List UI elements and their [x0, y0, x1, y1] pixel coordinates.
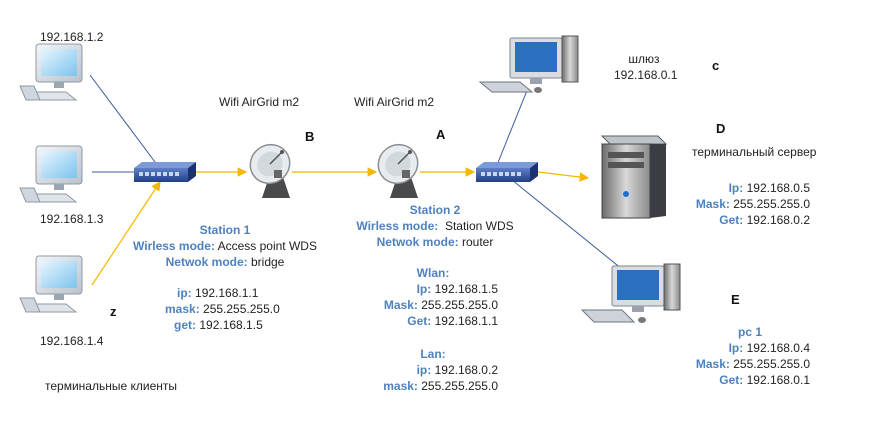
- link-switch2-pc1: [511, 179, 639, 283]
- station2-net: router: [462, 235, 494, 249]
- server-caption: терминальный сервер: [692, 145, 817, 159]
- station1-mask: 255.255.255.0: [203, 302, 280, 316]
- station2-wlan-mask: 255.255.255.0: [421, 298, 498, 312]
- station2-wlan-ip-key: Ip:: [416, 282, 432, 296]
- server-mask-key: Mask:: [695, 197, 730, 211]
- server-get: 192.168.0.2: [746, 213, 810, 227]
- link-switch2-server: [537, 171, 590, 182]
- server-ip: 192.168.0.5: [746, 181, 810, 195]
- server-mask: 255.255.255.0: [733, 197, 810, 211]
- pc1-get: 192.168.0.1: [746, 373, 810, 387]
- station1-get: 192.168.1.5: [199, 318, 263, 332]
- client-computer-icon: [19, 255, 83, 313]
- server-info: Ip: 192.168.0.5 Mask: 255.255.255.0 Get:…: [690, 180, 810, 228]
- client-letter-z: z: [110, 304, 117, 319]
- gateway-computer-icon: [478, 35, 579, 93]
- server-tower-icon: [600, 135, 668, 219]
- pc1-ip-key: Ip:: [728, 341, 744, 355]
- ap-b-title: Wifi AirGrid m2: [219, 95, 300, 109]
- station1-ip-key: ip:: [177, 286, 192, 300]
- pc1-computer-icon: [580, 263, 681, 323]
- client-computer-icon: [19, 145, 83, 203]
- station2-mode: Station WDS: [444, 219, 514, 233]
- link-client3-switch: [91, 180, 161, 286]
- link-client1-switch: [89, 74, 159, 167]
- gateway-label: шлюз: [628, 52, 660, 66]
- station1-net-key: Netwok mode:: [165, 255, 248, 269]
- station1-mode: Access point WDS: [217, 239, 317, 253]
- client2-ip: 192.168.1.3: [40, 212, 104, 226]
- station2-title: Station 2: [409, 203, 461, 217]
- gateway-ip: 192.168.0.1: [614, 68, 678, 82]
- station1-mode-key: Wirless mode:: [133, 239, 215, 253]
- clients-caption: терминальные клиенты: [45, 379, 177, 393]
- pc1-info: pc 1 Ip: 192.168.0.4 Mask: 255.255.255.0…: [690, 324, 810, 388]
- pc1-get-key: Get:: [719, 373, 744, 387]
- link-switch2-gateway: [496, 87, 529, 166]
- switch-icon: [134, 162, 196, 182]
- satellite-dish-icon: [377, 143, 419, 198]
- station2-wlan-ip: 192.168.1.5: [434, 282, 498, 296]
- server-ip-key: Ip:: [728, 181, 744, 195]
- station2-net-key: Netwok mode:: [376, 235, 459, 249]
- pc1-title: pc 1: [737, 325, 762, 339]
- client3-ip: 192.168.1.4: [40, 334, 104, 348]
- pc1-mask-key: Mask:: [695, 357, 730, 371]
- pc1-letter: E: [731, 292, 740, 307]
- station2-lan-ip-key: ip:: [416, 363, 432, 377]
- switch-icon: [476, 162, 538, 182]
- station1-ip: 192.168.1.1: [195, 286, 259, 300]
- ap-a-letter: A: [436, 127, 446, 142]
- station2-lan: Lan: ip: 192.168.0.2 mask: 255.255.255.0: [368, 346, 498, 394]
- pc1-ip: 192.168.0.4: [746, 341, 810, 355]
- server-letter: D: [716, 121, 726, 136]
- station1-title: Station 1: [199, 223, 251, 237]
- station2-wlan: Wlan: Ip: 192.168.1.5 Mask: 255.255.255.…: [368, 265, 498, 329]
- station2-wlan-get-key: Get:: [407, 314, 432, 328]
- station2-lan-ip: 192.168.0.2: [434, 363, 498, 377]
- server-get-key: Get:: [719, 213, 744, 227]
- station2-wlan-title: Wlan:: [416, 266, 450, 280]
- station2-wlan-mask-key: Mask:: [383, 298, 418, 312]
- station1-info: Station 1 Wirless mode: Access point WDS…: [110, 222, 340, 270]
- station2-mode-key: Wirless mode:: [356, 219, 439, 233]
- station1-get-key: get:: [174, 318, 196, 332]
- ap-a-title: Wifi AirGrid m2: [354, 95, 435, 109]
- station2-lan-mask-key: mask:: [383, 379, 418, 393]
- station2-wlan-get: 192.168.1.1: [434, 314, 498, 328]
- station1-addr: ip: 192.168.1.1 mask: 255.255.255.0 get:…: [165, 285, 280, 333]
- station1-net: bridge: [251, 255, 285, 269]
- client1-ip: 192.168.1.2: [40, 30, 104, 44]
- station2-lan-title: Lan:: [420, 347, 446, 361]
- gateway-letter: c: [712, 58, 720, 73]
- client-computer-icon: [19, 43, 83, 101]
- pc1-mask: 255.255.255.0: [733, 357, 810, 371]
- station2-lan-mask: 255.255.255.0: [421, 379, 498, 393]
- station2-info: Station 2 Wirless mode: Station WDS Netw…: [330, 202, 540, 250]
- satellite-dish-icon: [249, 143, 291, 198]
- station1-mask-key: mask:: [165, 302, 200, 316]
- ap-b-letter: B: [305, 129, 315, 144]
